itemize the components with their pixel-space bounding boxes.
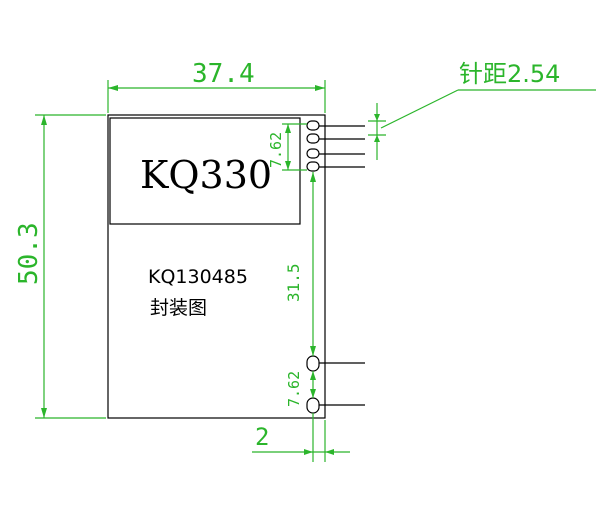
chip-name: KQ330 [140,153,272,197]
width-dimension: 37.4 [107,59,326,113]
bottom-pin-group [306,355,365,414]
middle-dimension: 31.5 [284,172,316,356]
edge-offset-dimension: 2 [252,413,350,462]
height-dimension: 50.3 [14,114,106,419]
pin-4 [306,161,320,172]
pin-2 [306,133,320,144]
pin-pitch-label: 针距2.54 [459,60,560,88]
top-group-dimension: 7.62 [267,123,307,171]
chip-label-box [109,117,301,225]
module-outline [107,114,326,419]
model-number: KQ130485 [148,266,248,288]
pin-5 [306,355,320,372]
pin-6 [306,397,320,414]
top-pin-group [306,120,365,172]
middle-value: 31.5 [284,263,303,302]
bottom-group-value: 7.62 [285,371,303,407]
pin-pitch-callout: 针距2.54 [368,60,596,160]
top-group-value: 7.62 [267,132,285,168]
edge-offset-value: 2 [255,423,269,451]
pin-3 [306,148,320,159]
width-value: 37.4 [192,59,255,89]
height-value: 50.3 [14,222,44,285]
pin-1 [306,120,320,131]
package-caption: 封装图 [150,297,207,319]
bottom-group-dimension: 7.62 [285,371,316,407]
